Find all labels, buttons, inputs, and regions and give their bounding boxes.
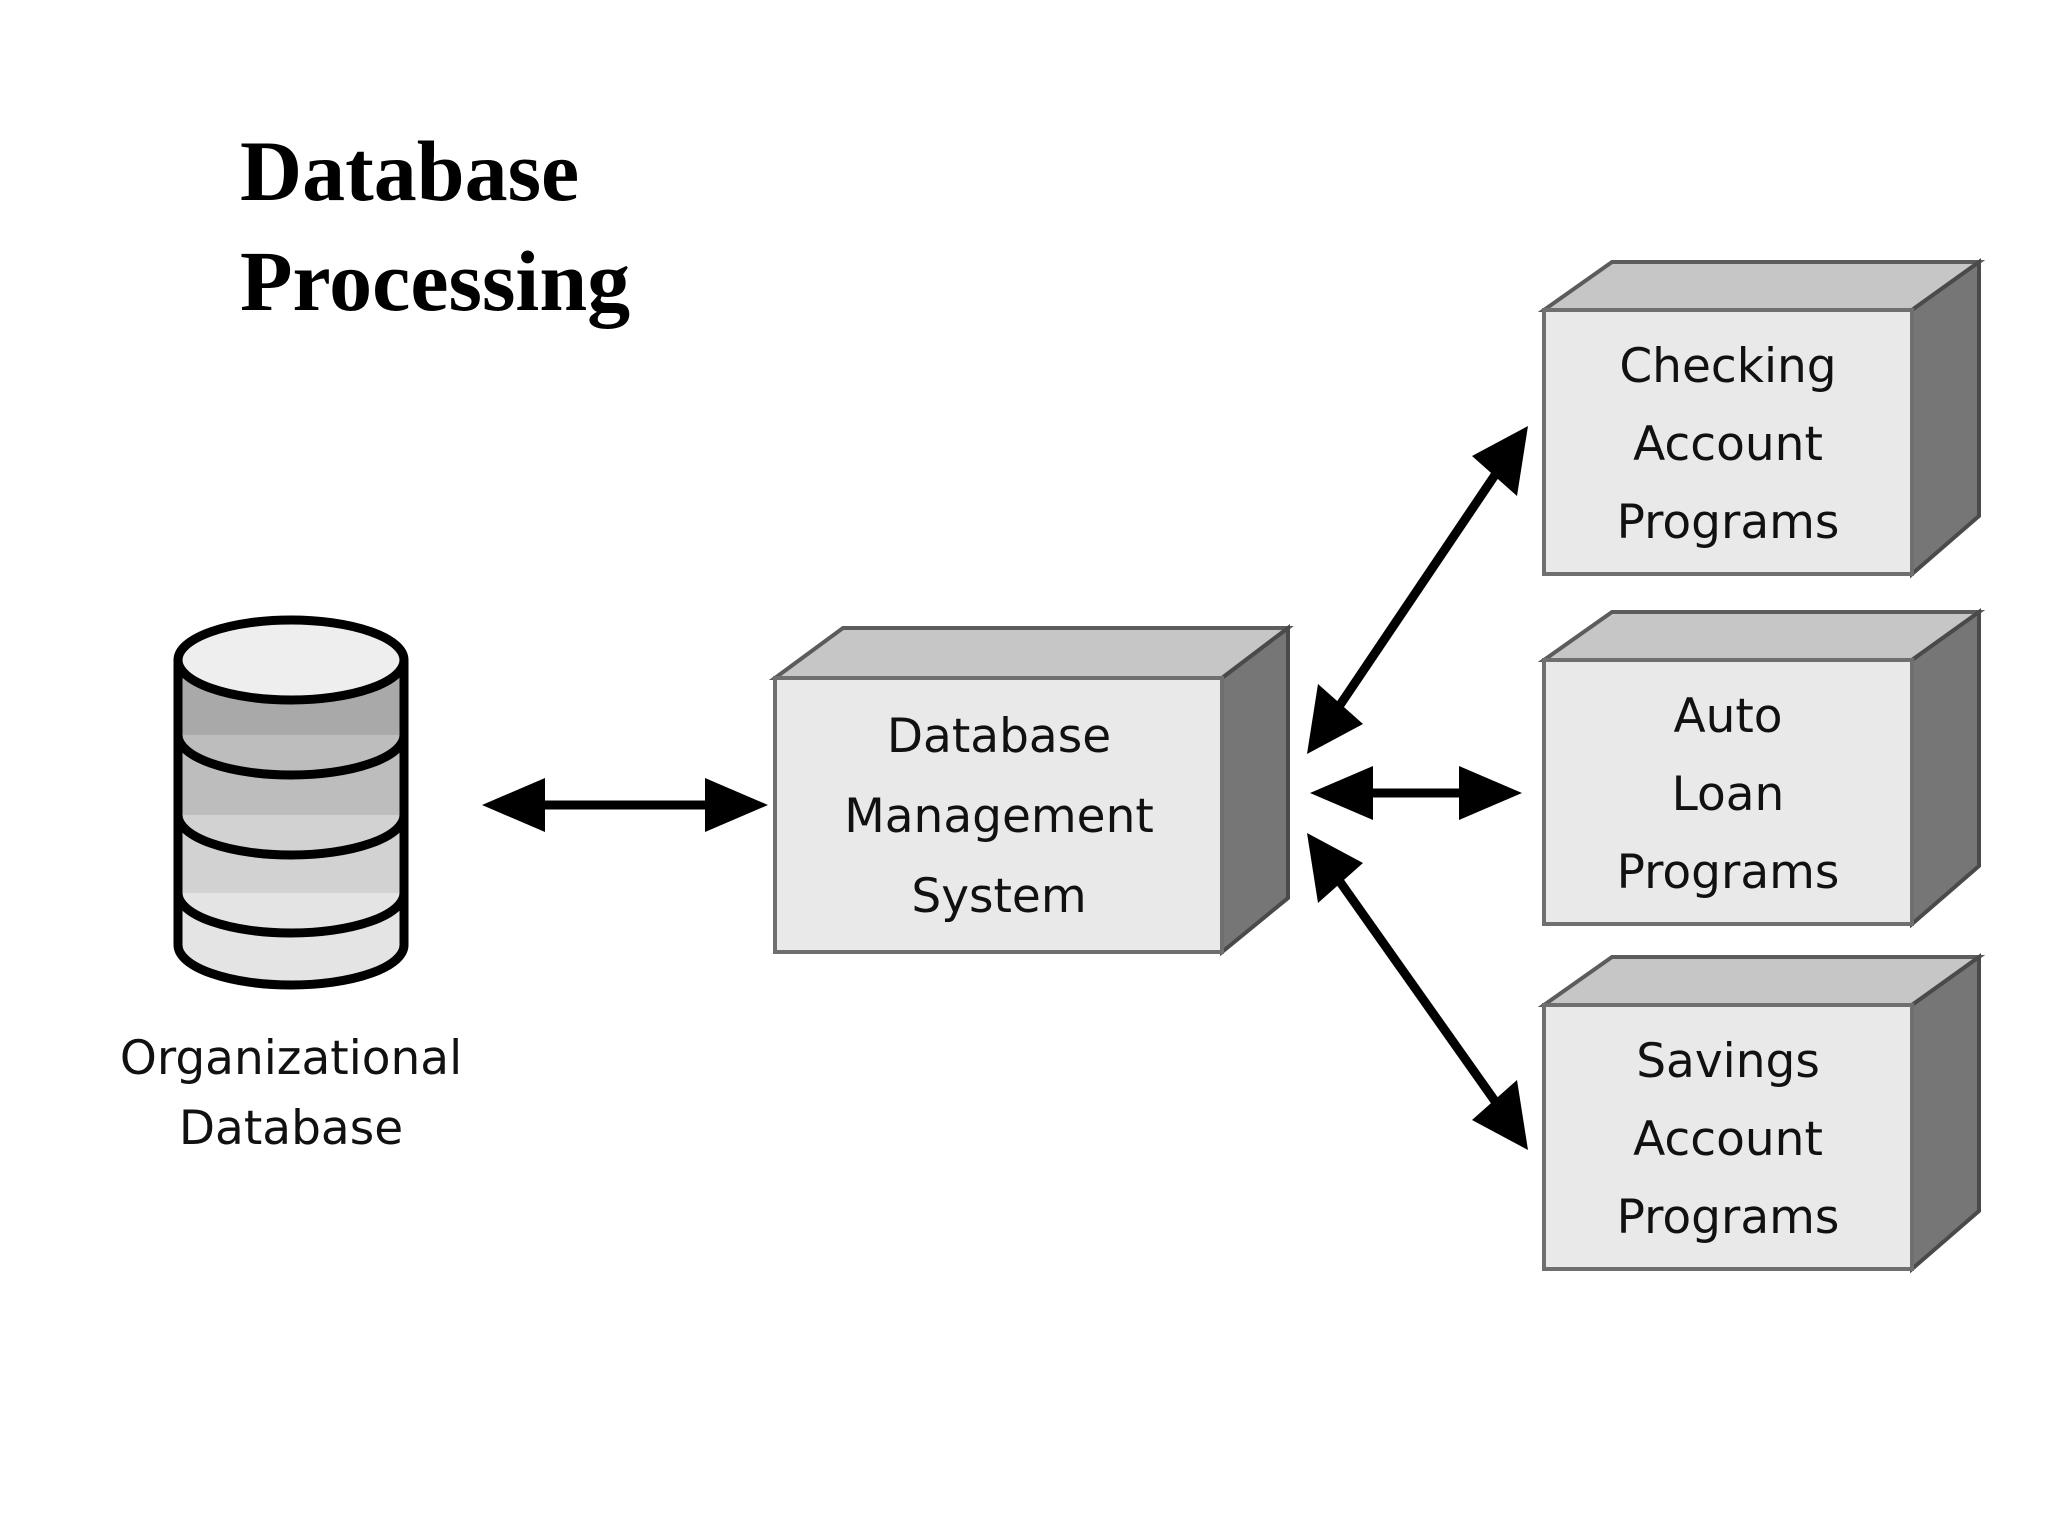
arrow-head-lower <box>1472 1080 1528 1150</box>
cylinder-divider-1 <box>173 734 409 780</box>
cylinder-top-ellipse <box>173 615 409 705</box>
connector-shaft <box>1334 876 1501 1107</box>
savings-label-line-1: Savings <box>1636 1034 1820 1089</box>
savings-box-front-face <box>1542 1003 1914 1271</box>
cylinder-divider-3 <box>173 892 409 938</box>
auto-loan-box-front-face <box>1542 658 1914 926</box>
database-management-system-node[interactable]: Database Management System <box>768 623 1294 957</box>
cylinder-bands <box>178 660 404 985</box>
dbms-box-front-face <box>773 676 1224 954</box>
auto-loan-box-top-face <box>1537 610 1986 662</box>
auto-loan-label-line-1: Auto <box>1673 689 1782 744</box>
auto-loan-label-line-3: Programs <box>1617 845 1840 900</box>
dbms-box-top-face <box>768 626 1294 680</box>
page-title: Database Processing <box>240 123 630 329</box>
savings-label-line-2: Account <box>1633 1112 1823 1167</box>
arrow-head-upper <box>1307 833 1363 903</box>
cylinder-band-4 <box>178 893 404 985</box>
savings-label-line-3: Programs <box>1617 1190 1840 1245</box>
datastore-caption-line-1: Organizational <box>120 1031 462 1086</box>
savings-box-side-face <box>1910 953 1981 1274</box>
auto-loan-box-side-face <box>1910 608 1981 929</box>
arrow-head-lower <box>1307 684 1363 754</box>
connector-database-to-dbms[interactable] <box>482 778 768 832</box>
checking-box-front-face <box>1542 308 1914 576</box>
checking-box-top-face <box>1537 260 1986 312</box>
connector-shaft <box>1334 469 1501 711</box>
arrow-head-left <box>1310 766 1373 820</box>
arrow-head-left <box>482 778 545 832</box>
connector-dbms-to-auto-loan[interactable] <box>1310 766 1522 820</box>
checking-box-side-face <box>1910 258 1981 579</box>
cylinder-divider-2 <box>173 814 409 860</box>
savings-account-programs-node[interactable]: Savings Account Programs <box>1537 953 1986 1274</box>
cylinder-body-outline <box>173 660 409 990</box>
connector-dbms-to-savings[interactable] <box>1307 833 1528 1150</box>
dbms-label-line-1: Database <box>887 709 1111 764</box>
auto-loan-label-line-2: Loan <box>1672 767 1785 822</box>
arrow-head-right <box>705 778 768 832</box>
arrow-head-right <box>1459 766 1522 820</box>
auto-loan-programs-node[interactable]: Auto Loan Programs <box>1537 608 1986 929</box>
checking-label-line-3: Programs <box>1617 495 1840 550</box>
checking-account-programs-node[interactable]: Checking Account Programs <box>1537 258 1986 579</box>
connector-dbms-to-checking[interactable] <box>1307 426 1528 754</box>
checking-label-line-2: Account <box>1633 417 1823 472</box>
checking-label-line-1: Checking <box>1619 339 1836 394</box>
dbms-label-line-3: System <box>911 869 1086 924</box>
organizational-database-node[interactable]: Organizational Database <box>120 615 462 1156</box>
datastore-caption-line-2: Database <box>179 1101 403 1156</box>
title-line-1: Database <box>240 123 579 219</box>
dbms-box-side-face <box>1220 623 1290 957</box>
arrow-head-upper <box>1472 426 1528 496</box>
title-line-2: Processing <box>240 233 630 329</box>
dbms-label-line-2: Management <box>844 789 1154 844</box>
savings-box-top-face <box>1537 955 1986 1007</box>
